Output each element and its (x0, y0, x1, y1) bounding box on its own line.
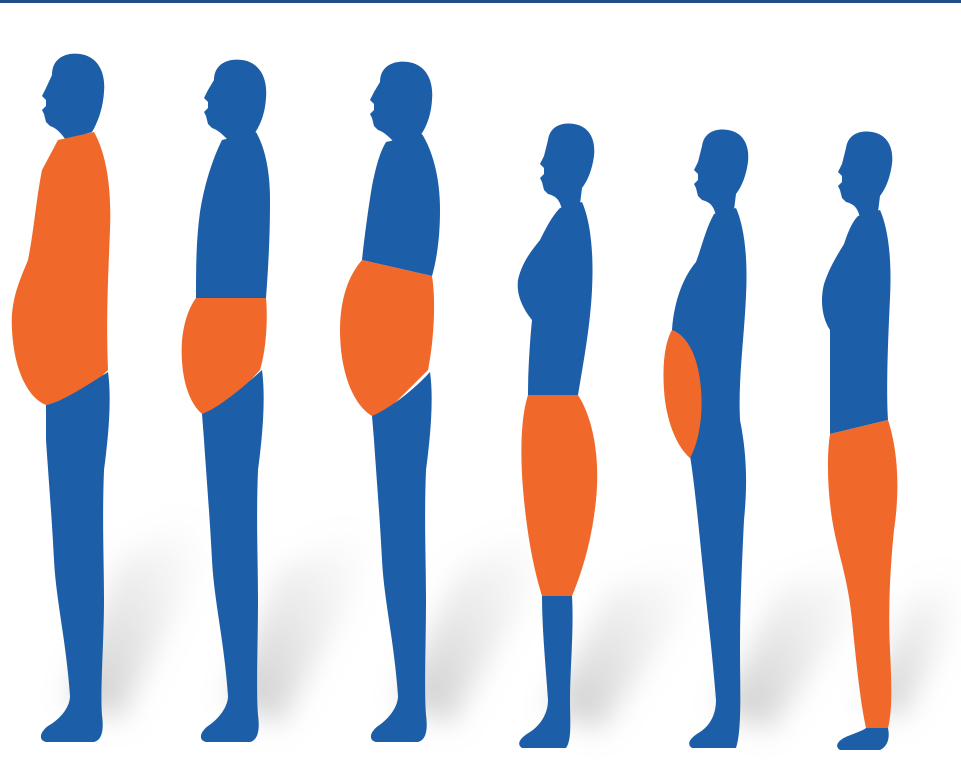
top-rule (0, 0, 961, 3)
shadows (70, 520, 955, 730)
figure-male-2 (182, 60, 270, 742)
figure-male-3 (340, 62, 440, 742)
figure-female-3 (822, 132, 897, 750)
figure-male-1 (12, 54, 111, 742)
figure-female-2 (663, 130, 748, 748)
